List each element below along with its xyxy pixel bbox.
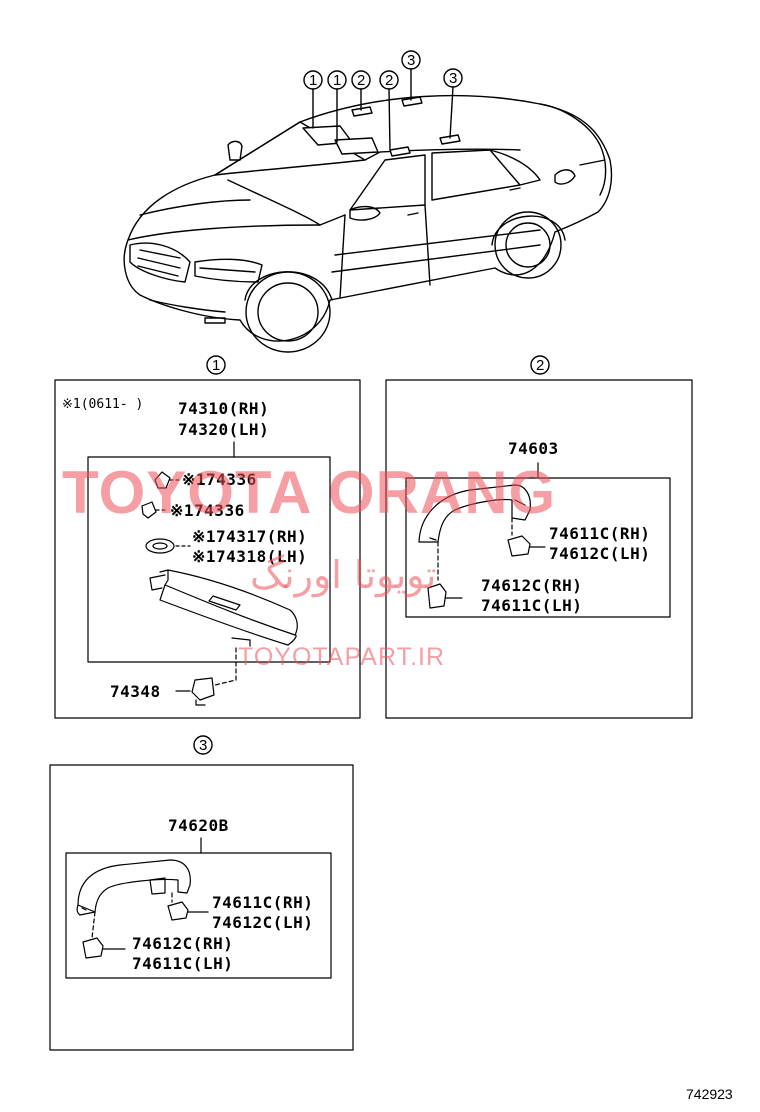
callout-top-2b: 2: [385, 72, 394, 89]
part-p3-upper-lh: 74612C(LH): [212, 913, 314, 932]
panel1-callout-circle: [206, 355, 226, 375]
part-clip-a: ※174336: [182, 470, 257, 489]
watermark-brand: TOYOTA ORANG: [62, 459, 557, 526]
callout-top-3b: 3: [449, 70, 458, 87]
panel1-frame: [54, 379, 361, 719]
part-74603: 74603: [508, 439, 559, 458]
figure-number: 742923: [686, 1086, 733, 1102]
part-p3-upper-rh: 74611C(RH): [212, 893, 314, 912]
part-74620b: 74620B: [168, 816, 229, 835]
callout-top-3a: 3: [407, 52, 416, 69]
part-p3-lower-lh: 74611C(LH): [132, 954, 234, 973]
part-p2-upper-lh: 74612C(LH): [549, 544, 651, 563]
panel1-note: ※1(0611- ): [62, 397, 144, 412]
part-holder-rh: ※174317(RH): [192, 527, 308, 546]
part-74320-lh: 74320(LH): [178, 420, 270, 439]
part-clip-b: ※174336: [170, 501, 245, 520]
part-p2-lower-lh: 74611C(LH): [481, 596, 583, 615]
panel2-frame: [385, 379, 693, 719]
panel1-callout: 1: [212, 357, 221, 374]
part-p2-upper-rh: 74611C(RH): [549, 524, 651, 543]
top-callouts: [303, 50, 463, 151]
panel3-frame: [49, 764, 354, 1051]
part-74348: 74348: [110, 682, 161, 701]
part-p3-lower-rh: 74612C(RH): [132, 934, 234, 953]
panel2-callout-circle: [530, 355, 550, 375]
callout-top-1b: 1: [333, 72, 342, 89]
part-holder-lh: ※174318(LH): [192, 547, 308, 566]
panel2-callout: 2: [536, 357, 545, 374]
panel3-callout-circle: [193, 735, 213, 755]
callout-top-2a: 2: [357, 72, 366, 89]
car-illustration: [123, 94, 613, 353]
watermark-site: TOYOTAPART.IR: [238, 643, 446, 671]
part-p2-lower-rh: 74612C(RH): [481, 576, 583, 595]
panel3-callout: 3: [199, 737, 208, 754]
watermark-persian: تویوتا اورنگ: [250, 553, 437, 597]
callout-top-1a: 1: [309, 72, 318, 89]
part-74310-rh: 74310(RH): [178, 399, 270, 418]
